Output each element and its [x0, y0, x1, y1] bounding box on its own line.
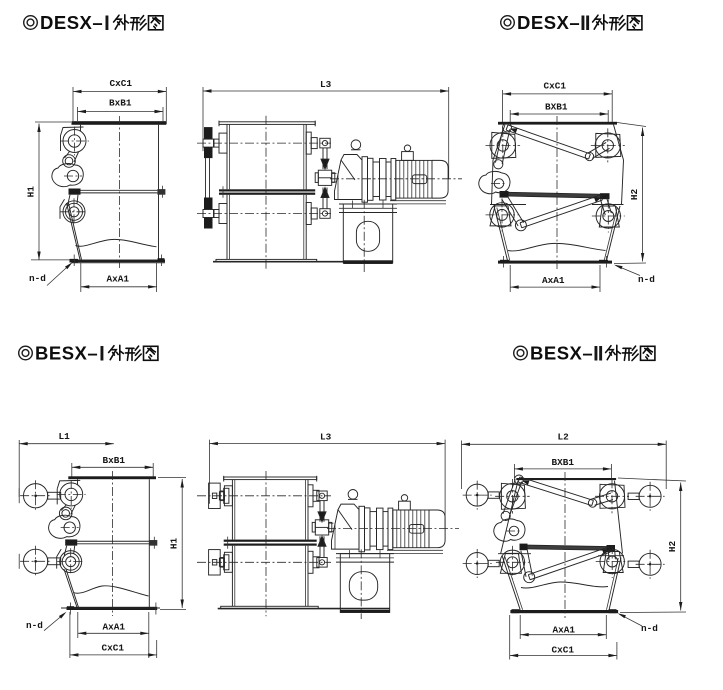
svg-text:BxB1: BxB1 [109, 98, 132, 109]
svg-text:BESX–: BESX– [35, 343, 98, 364]
svg-text:L1: L1 [59, 431, 71, 442]
svg-text:BXB1: BXB1 [545, 102, 568, 113]
svg-text:CxC1: CxC1 [544, 81, 567, 92]
svg-text:CxC1: CxC1 [110, 78, 133, 89]
svg-text:H2: H2 [667, 541, 678, 553]
svg-text:H1: H1 [169, 538, 180, 550]
svg-text:L3: L3 [320, 432, 332, 443]
svg-text:L2: L2 [558, 432, 570, 443]
svg-text:H2: H2 [629, 189, 640, 201]
svg-text:n-d: n-d [638, 274, 655, 285]
svg-text:BXB1: BXB1 [552, 457, 575, 468]
svg-text:AxA1: AxA1 [542, 275, 565, 286]
svg-text:AxA1: AxA1 [107, 274, 130, 285]
svg-text:AxA1: AxA1 [103, 621, 126, 632]
svg-text:n-d: n-d [29, 273, 46, 284]
svg-text:DESX–: DESX– [517, 12, 580, 33]
svg-text:CxC1: CxC1 [552, 645, 575, 656]
svg-text:n-d: n-d [641, 623, 658, 634]
svg-text:L3: L3 [320, 79, 332, 90]
svg-text:AxA1: AxA1 [553, 625, 576, 636]
svg-text:DESX–: DESX– [40, 12, 103, 33]
svg-text:CxC1: CxC1 [102, 642, 125, 653]
svg-text:n-d: n-d [26, 620, 43, 631]
svg-text:BESX–: BESX– [530, 343, 593, 364]
svg-text:BxB1: BxB1 [103, 455, 126, 466]
svg-text:H1: H1 [26, 186, 37, 198]
